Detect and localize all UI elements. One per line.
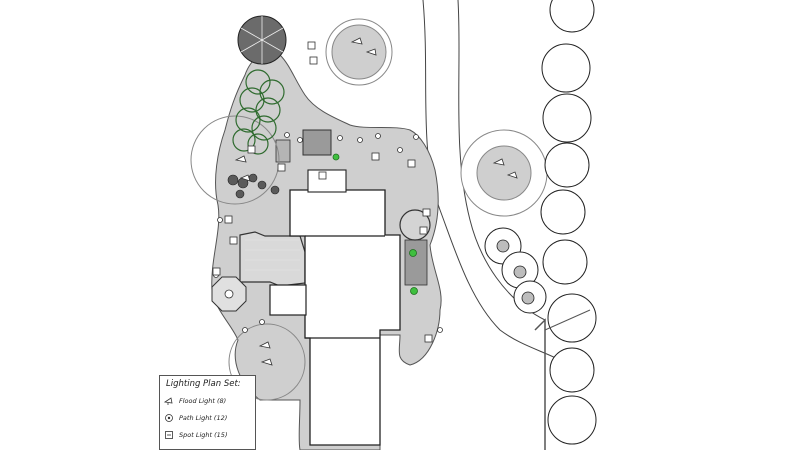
flood-light-markers bbox=[234, 37, 518, 366]
lighting-legend: Lighting Plan Set: Flood Light (8) Path … bbox=[159, 375, 256, 450]
light-radius bbox=[190, 115, 280, 205]
spot-light-markers bbox=[212, 41, 433, 343]
light-radius bbox=[331, 24, 387, 80]
fence-line bbox=[534, 318, 546, 450]
legend-title: Lighting Plan Set: bbox=[166, 379, 241, 389]
flood-light-icon bbox=[164, 397, 173, 405]
light-radius bbox=[476, 145, 532, 201]
green-shrub-cluster bbox=[232, 69, 285, 155]
path-light-markers bbox=[213, 132, 443, 333]
garage-annex bbox=[269, 284, 307, 316]
light-radius bbox=[228, 323, 306, 401]
driveway-edge-left bbox=[422, 0, 561, 361]
tree-row-right bbox=[540, 0, 597, 445]
legend-label-spot-light: Spot Light (15) bbox=[179, 431, 228, 439]
legend-label-flood-light: Flood Light (8) bbox=[179, 397, 227, 405]
steps bbox=[275, 139, 291, 163]
gazebo-center bbox=[224, 289, 234, 299]
green-light-markers bbox=[332, 153, 418, 295]
path-light-icon bbox=[165, 414, 173, 422]
chimney bbox=[302, 129, 332, 156]
spot-light-icon bbox=[165, 431, 173, 439]
side-walk bbox=[404, 239, 428, 286]
legend-item-flood-light: Flood Light (8) bbox=[164, 396, 226, 406]
shrub-group bbox=[227, 173, 280, 199]
porch bbox=[307, 169, 347, 193]
patio-hatch bbox=[245, 239, 300, 271]
legend-item-spot-light: Spot Light (15) bbox=[164, 430, 227, 440]
legend-item-path-light: Path Light (12) bbox=[164, 413, 227, 423]
driveway-edge-right bbox=[457, 0, 546, 321]
legend-label-path-light: Path Light (12) bbox=[179, 414, 228, 422]
